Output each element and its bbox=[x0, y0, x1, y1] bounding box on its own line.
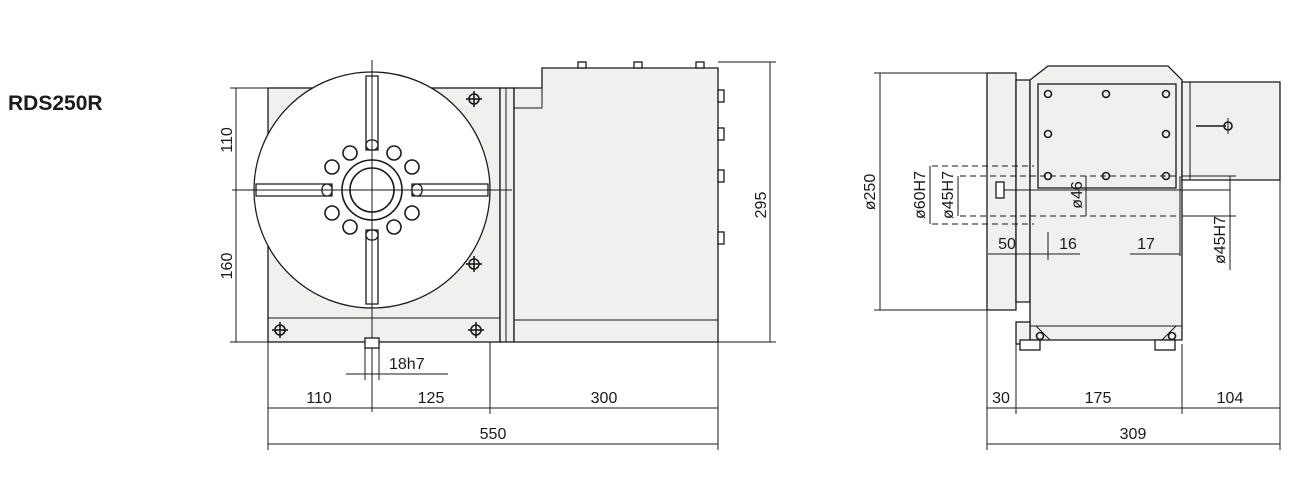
motor-cap bbox=[1181, 81, 1281, 181]
dim-30: 30 bbox=[992, 390, 1010, 407]
dim-17: 17 bbox=[1137, 236, 1155, 253]
dim-295: 295 bbox=[753, 192, 770, 219]
dim-d60h7: ø60H7 bbox=[912, 171, 929, 219]
dim-d46: ø46 bbox=[1069, 181, 1086, 209]
dim-104: 104 bbox=[1217, 390, 1244, 407]
dim-550: 550 bbox=[480, 426, 507, 443]
dim-110-vertical: 110 bbox=[219, 127, 236, 153]
dim-d45h7-left: ø45H7 bbox=[940, 171, 957, 219]
motor-housing bbox=[513, 67, 719, 343]
dim-d250: ø250 bbox=[862, 174, 879, 211]
dim-309: 309 bbox=[1120, 426, 1147, 443]
dim-160-vertical: 160 bbox=[219, 253, 236, 280]
housing-flange bbox=[499, 87, 515, 343]
model-title: RDS250R bbox=[8, 92, 103, 115]
dim-110: 110 bbox=[306, 390, 332, 407]
bolt-circle bbox=[324, 145, 420, 235]
dim-d45h7-right: ø45H7 bbox=[1212, 216, 1229, 264]
dim-16: 16 bbox=[1059, 236, 1077, 253]
dim-18h7: 18h7 bbox=[389, 356, 425, 373]
cover-plate bbox=[1037, 83, 1177, 189]
front-view: 110 160 295 18h7 110 125 300 550 bbox=[219, 60, 776, 450]
dim-175: 175 bbox=[1085, 390, 1112, 407]
dim-50: 50 bbox=[998, 236, 1016, 253]
dim-125: 125 bbox=[418, 390, 445, 407]
side-view: ø250 ø60H7 ø45H7 ø46 ø45H7 50 16 17 30 1… bbox=[862, 65, 1281, 450]
dim-300: 300 bbox=[591, 390, 618, 407]
